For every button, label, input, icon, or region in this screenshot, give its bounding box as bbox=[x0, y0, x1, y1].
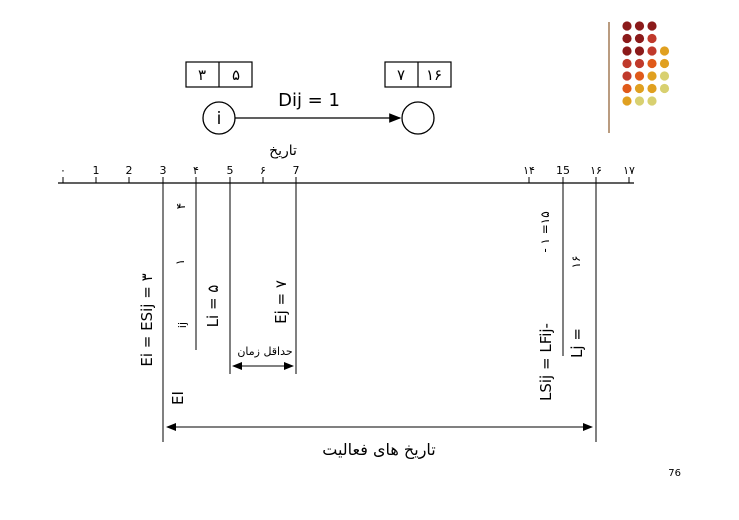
decorative-dot bbox=[634, 96, 645, 106]
label-four: ۴ bbox=[174, 203, 188, 209]
label-lj-value: ۱۶ bbox=[569, 256, 583, 269]
decorative-dot bbox=[647, 46, 657, 56]
label-one-small: ۱ bbox=[173, 259, 187, 265]
axis-tick-label: ۱۶ bbox=[590, 164, 602, 177]
decorative-dot bbox=[634, 46, 645, 56]
activity-dates-label: تاریخ های فعالیت bbox=[322, 440, 436, 460]
label-li: Li = ۵ bbox=[204, 285, 222, 328]
node-j-box-right: ۱۶ bbox=[426, 66, 442, 84]
label-ls-extra: - ۱ =۱۵ bbox=[538, 211, 552, 252]
decorative-dot bbox=[647, 83, 657, 94]
decorative-dot bbox=[634, 71, 645, 81]
axis-tick-label: ۶ bbox=[260, 164, 266, 177]
axis-tick-label: 7 bbox=[293, 164, 300, 177]
axis-ticks: ۰ 1 2 3 ۴ 5 ۶ 7 ۱۴ 15 ۱۶ ۱۷ bbox=[60, 164, 635, 183]
axis-tick-label: 3 bbox=[160, 164, 167, 177]
decorative-dot bbox=[647, 58, 657, 69]
decorative-dot bbox=[647, 71, 657, 81]
node-j-circle bbox=[401, 101, 435, 135]
node-i-boxes: ۳ ۵ bbox=[185, 61, 253, 88]
duration-label: Dij = 1 bbox=[278, 90, 340, 111]
axis-tick-label: ۱۴ bbox=[523, 164, 535, 177]
decorative-dot bbox=[659, 46, 670, 56]
axis-tick-label: 15 bbox=[556, 164, 570, 177]
decorative-dot bbox=[634, 33, 645, 44]
decorative-dot bbox=[622, 46, 632, 56]
decorative-dot bbox=[659, 58, 670, 69]
node-j-boxes: ۷ ۱۶ bbox=[384, 61, 452, 88]
decorative-dot bbox=[622, 33, 632, 44]
node-i-box-left: ۳ bbox=[198, 66, 206, 84]
page-number: 76 bbox=[668, 468, 681, 479]
axis-tick-label: 1 bbox=[93, 164, 100, 177]
decorative-dot bbox=[647, 33, 657, 44]
decorative-dot bbox=[622, 21, 632, 31]
label-lj: Lj = bbox=[568, 328, 586, 358]
min-time-label: حداقل زمان bbox=[237, 345, 292, 358]
axis-tick-label: 5 bbox=[227, 164, 234, 177]
decorative-dot bbox=[622, 96, 632, 106]
decorative-dot bbox=[634, 58, 645, 69]
axis-tick-label: 2 bbox=[126, 164, 133, 177]
decorative-dot bbox=[647, 21, 657, 31]
axis-title: تاریخ bbox=[269, 143, 297, 159]
axis-tick-label: ۱۷ bbox=[623, 164, 635, 177]
decorative-dot bbox=[634, 83, 645, 94]
decorative-dot bbox=[622, 71, 632, 81]
decorative-dot bbox=[634, 21, 645, 31]
decorative-dot bbox=[659, 83, 670, 94]
axis-tick-label: ۰ bbox=[60, 164, 66, 177]
node-i-box-right: ۵ bbox=[232, 66, 240, 84]
decorative-dot bbox=[659, 71, 670, 81]
node-j-box-left: ۷ bbox=[397, 66, 405, 84]
label-ei-bottom: EI bbox=[169, 391, 187, 405]
label-ei: Ei = ESij = ۳ bbox=[138, 273, 156, 366]
decorative-dot-grid bbox=[622, 21, 670, 106]
label-ej: Ej = ۷ bbox=[272, 280, 290, 324]
label-ls: LSij = LFij- bbox=[537, 323, 555, 401]
decorative-dot bbox=[622, 58, 632, 69]
node-i-label: i bbox=[217, 109, 222, 129]
label-ij-small: ij bbox=[176, 322, 189, 328]
decorative-dot bbox=[622, 83, 632, 94]
decorative-dot bbox=[647, 96, 657, 106]
axis-tick-label: ۴ bbox=[193, 164, 199, 177]
